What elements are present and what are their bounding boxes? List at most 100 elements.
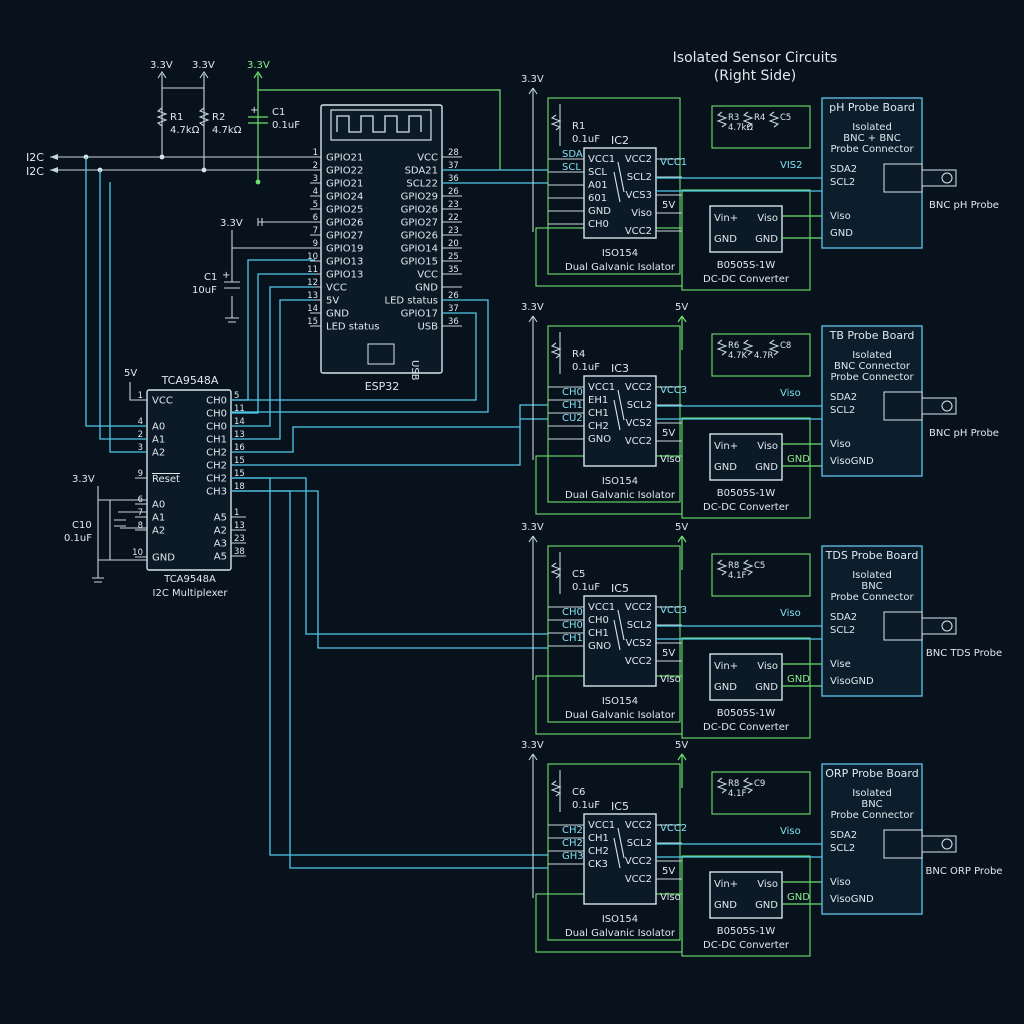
isolator-left-pin: VCC1 [588, 382, 615, 393]
mux-pin-label: A3 [214, 539, 227, 550]
probe-board-subtitle: Probe Connector [830, 144, 914, 155]
filter-viso-tag: Viso [780, 388, 801, 399]
isolator-ref: IC3 [611, 362, 629, 375]
probe-board-subtitle: Probe Connector [830, 372, 914, 383]
mux-reset-supply: 3.3V [72, 474, 95, 485]
probe-board-pin: VisoGND [830, 894, 874, 905]
channel-decoupler-value: 0.1uF [572, 582, 600, 593]
esp32-pin-number: 6 [313, 213, 318, 223]
isolator-5v-tag: 5V [662, 648, 675, 659]
probe-board-subtitle: BNC Connector [834, 361, 911, 372]
mux-body [146, 389, 232, 571]
isolator-caption-1: ISO154 [602, 248, 638, 259]
filter-viso-tag: Viso [780, 608, 801, 619]
mux-pin-number: 10 [132, 548, 143, 558]
isolator-right-pin: VCC2 [625, 656, 652, 667]
esp32-pin-number: 7 [313, 226, 318, 236]
probe-board-pin: SDA2 [830, 830, 857, 841]
svg-text:+: + [250, 105, 258, 116]
mux-pin-label: A0 [152, 422, 165, 433]
esp32-pin-number: 5 [313, 200, 318, 210]
esp32-pin-label: GPIO19 [326, 244, 363, 255]
esp32-pin-number: 10 [307, 252, 318, 262]
esp32-pin-label: GND [415, 283, 438, 294]
isolator-5v-tag: 5V [662, 200, 675, 211]
channel-3v3-label: 3.3V [521, 302, 544, 313]
isolator-5v-tag: 5V [662, 866, 675, 877]
dcdc-gnd-tag: GND [787, 454, 810, 465]
isolator-left-pin: CH0 [588, 219, 609, 230]
esp32-pin-number: 25 [448, 252, 459, 262]
probe-board-pin: Viso [830, 211, 851, 222]
bnc-probe-caption: BNC pH Probe [929, 428, 999, 439]
mux-pin-label: A2 [152, 526, 165, 537]
isolator-left-pin: SCL [588, 167, 607, 178]
esp32-pin-number: 26 [448, 187, 459, 197]
probe-board-subtitle: BNC [861, 581, 882, 592]
filter-component-icon [716, 111, 728, 128]
bnc-probe-caption: BNC TDS Probe [926, 648, 1002, 659]
esp32-body [320, 104, 443, 374]
isolator-left-pin: CK3 [588, 859, 608, 870]
isolator-caption-2: Dual Galvanic Isolator [565, 710, 676, 721]
filter-component-icon [742, 777, 754, 794]
esp32-pin-label: VCC [417, 153, 438, 164]
esp32-pin-number: 23 [448, 200, 459, 210]
esp32-pin-label: GPIO15 [401, 257, 438, 268]
filter-value: 4.7R [754, 351, 774, 361]
probe-board-pin: Vise [830, 659, 851, 670]
mux-pin-number: 1 [234, 508, 239, 518]
probe-board-pin: SDA2 [830, 612, 857, 623]
mux-caption-1: TCA9548A [163, 574, 216, 585]
isolator-left-pin: 601 [588, 193, 607, 204]
bnc-connector-icon [883, 829, 923, 859]
isolator-input-tag: SCL [562, 162, 581, 173]
c1-ref: C1 [272, 107, 285, 118]
dcdc-gnd-in: GND [714, 462, 737, 473]
esp32-pin-number: 9 [313, 239, 318, 249]
esp32-pin-number: 1 [313, 148, 318, 158]
mux-pin-number: 8 [138, 521, 143, 531]
filter-value: 4.1F [728, 789, 747, 799]
esp32-pin-label: SDA21 [405, 166, 438, 177]
isolator-right-pin: SCL2 [627, 838, 652, 849]
mux-pin-label: GND [152, 553, 175, 564]
filter-ref: R8 [728, 561, 739, 571]
dcdc-caption-2: DC-DC Converter [703, 940, 790, 951]
esp32-pin-label: GPIO26 [326, 218, 363, 229]
decap-ref: C1 [204, 272, 217, 283]
pullup-r1-supply-label: 3.3V [150, 60, 173, 71]
isolator-caption-1: ISO154 [602, 914, 638, 925]
esp32-pin-number: 36 [448, 317, 459, 327]
isolator-right-pin: VCS2 [625, 638, 652, 649]
esp32-pin-label: VCC [326, 283, 347, 294]
isolator-viso-tag: Viso [660, 674, 681, 685]
isolator-body [583, 147, 657, 239]
mux-pin-label: CH2 [206, 448, 227, 459]
dcdc-body [709, 205, 783, 253]
isolation-barrier-icon [613, 389, 625, 431]
isolator-left-pin: A01 [588, 180, 608, 191]
isolator-vcc-tag: VCC3 [660, 605, 687, 616]
filter-value: 4.7kΩ [728, 123, 753, 133]
bnc-connector-icon [883, 611, 923, 641]
dcdc-gnd-out: GND [755, 900, 778, 911]
isolator-left-pin: VCC1 [588, 602, 615, 613]
isolator-vcc-tag: VCC1 [660, 157, 687, 168]
esp32-pin-label: GPIO13 [326, 257, 363, 268]
esp32-pin-number: 15 [307, 317, 318, 327]
mux-pin-number: 7 [138, 508, 143, 518]
isolator-right-pin: VCC2 [625, 820, 652, 831]
probe-board-title: pH Probe Board [829, 101, 915, 114]
i2c-arrow-icon [50, 154, 58, 173]
probe-board-title: TDS Probe Board [825, 549, 919, 562]
isolator-input-tag: CH2 [562, 825, 583, 836]
dcdc-caption-1: B0505S-1W [717, 488, 776, 499]
mux-reset-label: Reset [152, 474, 180, 485]
esp32-pin-number: 13 [307, 291, 318, 301]
channel-3v3-label: 3.3V [521, 74, 544, 85]
